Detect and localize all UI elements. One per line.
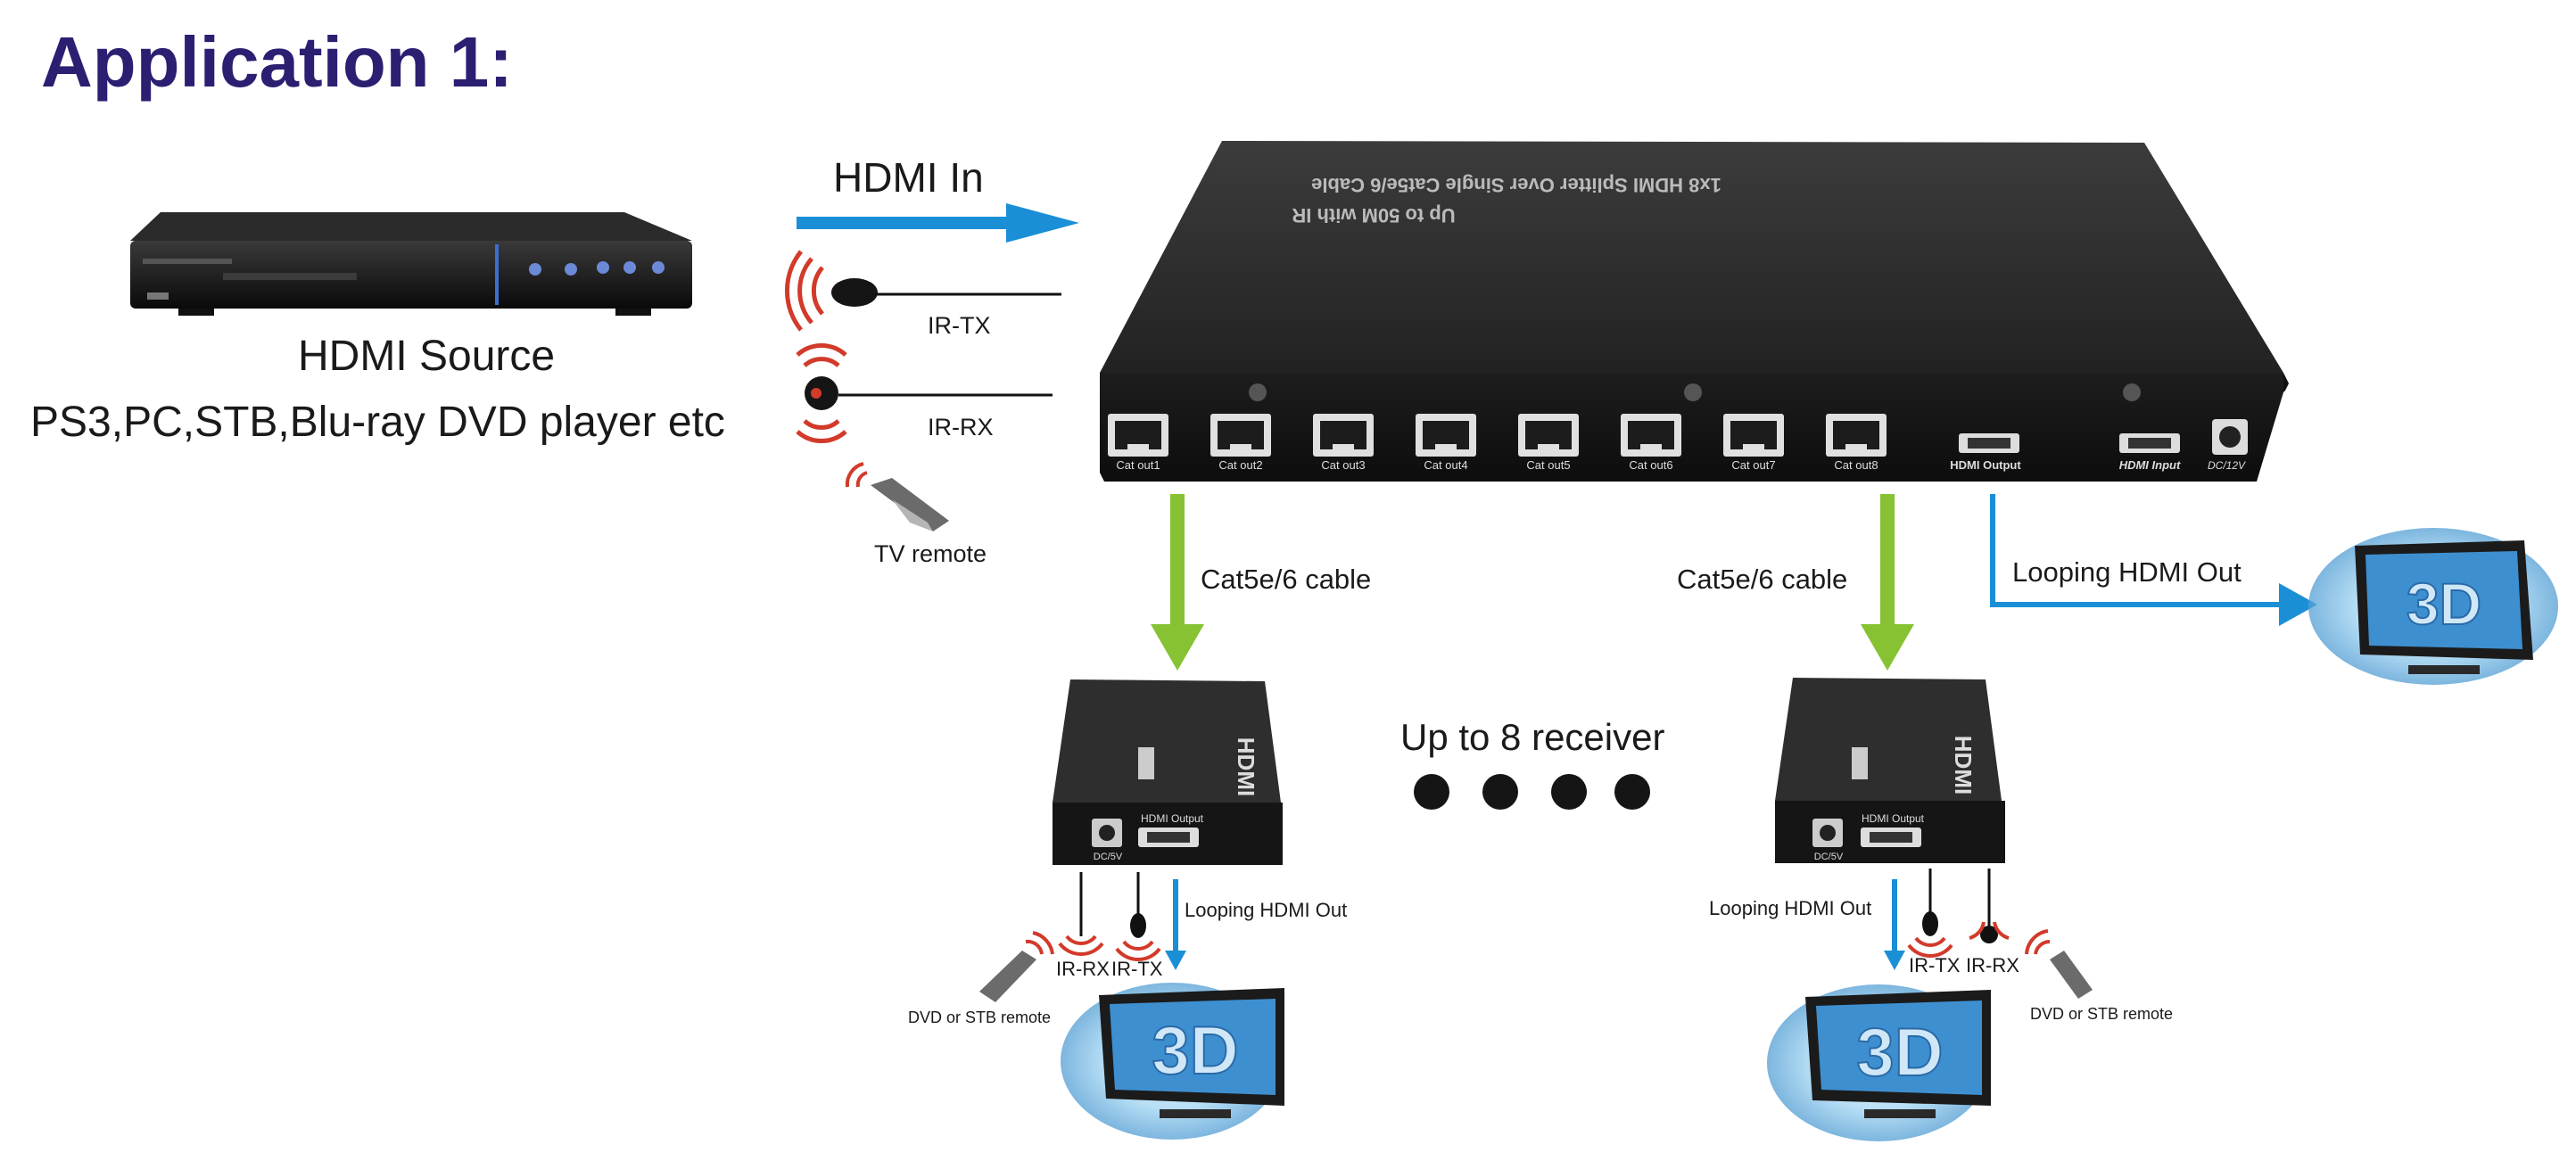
splitter-1x8: 1x8 HDMI Splitter Over Single Cat5e/6 Ca… [1100,141,2289,482]
receiver-left-ir-rx-label: IR-RX [1056,958,1110,980]
cat-out-port-7: Cat out7 [1723,414,1784,472]
cat-out-label-3: Cat out3 [1321,458,1365,472]
splitter-hdmi-output-label: HDMI Output [1950,458,2021,472]
cat-out-label-7: Cat out7 [1731,458,1775,472]
receiver-left-remote-label: DVD or STB remote [908,1009,1052,1026]
hdmi-in-label: HDMI In [833,154,984,201]
cat-cable-arrow-right [1861,494,1914,671]
receiver-left-hdmi-output-label: HDMI Output [1141,812,1204,825]
cat-out-port-5: Cat out5 [1518,414,1579,472]
receiver-right-brand: HDMI [1950,736,1977,795]
cat-out-label-2: Cat out2 [1218,458,1262,472]
receiver-right-remote-label: DVD or STB remote [2030,1005,2174,1023]
receiver-left-looping-label: Looping HDMI Out [1185,899,1348,921]
page-title: Application 1: [41,22,513,102]
tv-main-badge: 3D [2407,571,2481,637]
looping-main-label: Looping HDMI Out [2012,556,2242,588]
cat-out-label-5: Cat out5 [1526,458,1570,472]
receiver-right-hdmi-output-label: HDMI Output [1862,812,1925,825]
receiver-right-ir-tx-label: IR-TX [1909,954,1961,976]
receiver-right: HDMI HDMI Output DC/5V [1775,678,2005,863]
ir-tx-label: IR-TX [928,312,991,339]
tv-left-badge: 3D [1152,1013,1238,1089]
receiver-right-ir [1884,869,2093,999]
cat-cable-arrow-left [1151,494,1204,671]
tv-right-3d: 3D [1767,984,1991,1141]
cable-right-label: Cat5e/6 cable [1677,564,1848,595]
source-label: HDMI Source [298,333,556,380]
receivers-note: Up to 8 receiver [1400,716,1665,758]
receiver-dots [1414,774,1650,810]
ir-rx-sensor [796,343,1053,443]
ir-tx-sensor [784,250,1061,332]
receiver-right-ir-rx-label: IR-RX [1966,954,2019,976]
cat-out-port-1: Cat out1 [1108,414,1168,472]
cat-out-port-6: Cat out6 [1621,414,1681,472]
receiver-left-dc-label: DC/5V [1094,852,1123,862]
receiver-right-looping-label: Looping HDMI Out [1709,897,1872,919]
ir-rx-label: IR-RX [928,414,994,441]
splitter-top-line-2: Up to 50M with IR [1292,204,1455,226]
cat-out-label-4: Cat out4 [1424,458,1467,472]
cat-out-label-6: Cat out6 [1629,458,1672,472]
tv-main-3d: 3D [2308,528,2558,685]
tv-remote [845,462,949,531]
tv-left-3d: 3D [1061,983,1284,1140]
receiver-left: HDMI HDMI Output DC/5V [1053,679,1283,865]
cat-out-label-1: Cat out1 [1116,458,1160,472]
cable-left-label: Cat5e/6 cable [1201,564,1372,595]
splitter-dc-label: DC/12V [2208,459,2246,472]
source-devices: PS3,PC,STB,Blu-ray DVD player etc [30,399,725,446]
3d-tvs: 3D 3D 3D [1061,528,2558,1141]
receiver-right-dc-label: DC/5V [1814,852,1844,862]
splitter-top-line-1: 1x8 HDMI Splitter Over Single Cat5e/6 Ca… [1311,174,1721,196]
tv-remote-label: TV remote [874,540,987,567]
cat-out-port-8: Cat out8 [1826,414,1887,472]
looping-hdmi-arrow-main [1990,494,2317,626]
splitter-ports: Cat out1 Cat out2 Cat out3 Cat out4 Cat out5… [1108,414,1887,472]
bluray-player [130,212,692,316]
receiver-left-ir-tx-label: IR-TX [1111,958,1163,980]
hdmi-in-arrow [797,203,1079,243]
receiver-left-brand: HDMI [1233,737,1259,796]
cat-out-port-4: Cat out4 [1416,414,1476,472]
receiver-left-ir [979,872,1186,1002]
cat-out-port-2: Cat out2 [1210,414,1271,472]
cat-out-label-8: Cat out8 [1834,458,1878,472]
cat-out-port-3: Cat out3 [1313,414,1374,472]
tv-right-badge: 3D [1856,1015,1943,1091]
splitter-hdmi-input-label: HDMI Input [2119,458,2181,472]
